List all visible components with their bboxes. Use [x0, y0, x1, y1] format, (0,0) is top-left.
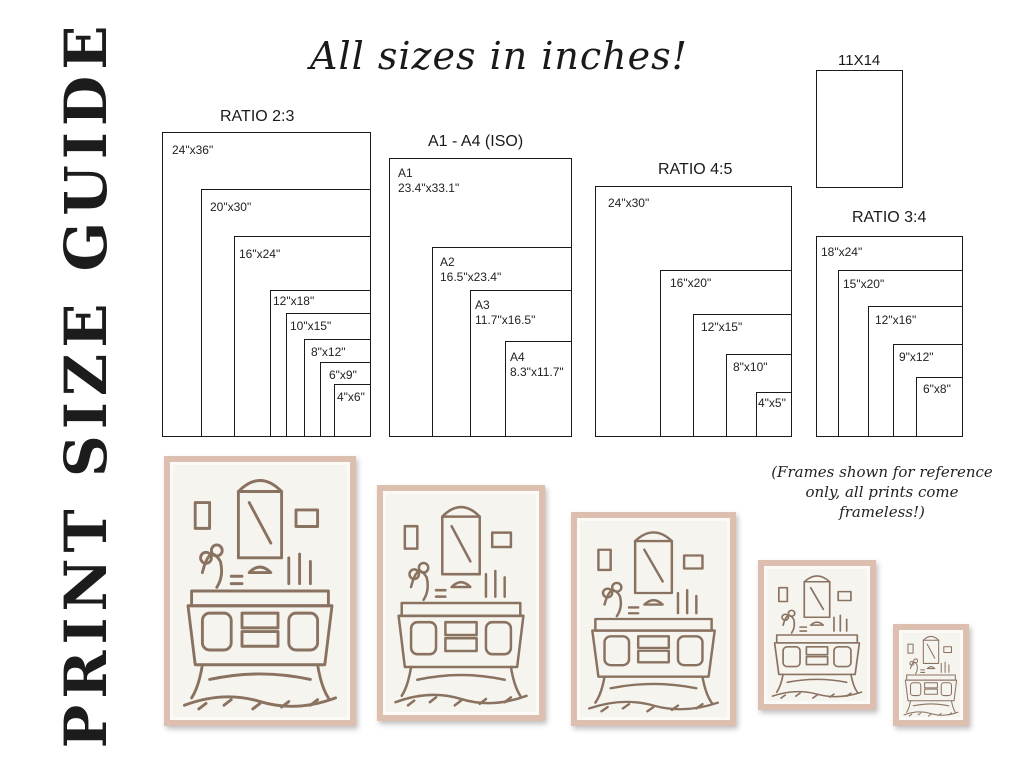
vanity-sketch-icon [182, 478, 338, 711]
size-label: 8"x12" [311, 345, 346, 359]
size-label: 24"x30" [608, 196, 650, 210]
framed-print-preview [758, 560, 876, 710]
iso-name: A1 [398, 166, 413, 180]
page-title: PRINT SIZE GUIDE [52, 19, 120, 749]
size-label: 24"x36" [172, 143, 214, 157]
size-box [756, 392, 792, 437]
frames-note: (Frames shown for reference only, all pr… [771, 463, 993, 521]
iso-name: A3 [475, 298, 490, 312]
vanity-sketch-icon [903, 635, 959, 717]
framed-print-preview [377, 485, 545, 721]
size-label: 4"x5" [758, 396, 786, 410]
size-box-11x14 [816, 70, 903, 188]
size-label: 8"x10" [733, 360, 768, 374]
iso-name: A2 [440, 255, 455, 269]
framed-print-preview [571, 512, 736, 726]
size-label: 15"x20" [843, 277, 885, 291]
iso-dims: 23.4"x33.1" [398, 181, 460, 195]
size-label: 6"x8" [923, 382, 951, 396]
iso-dims: 16.5"x23.4" [440, 270, 502, 284]
headline: All sizes in inches! [310, 34, 688, 78]
group-label-11x14: 11X14 [838, 52, 881, 69]
group-label-iso: A1 - A4 (ISO) [428, 133, 524, 150]
size-box [916, 377, 963, 437]
vanity-sketch-icon [588, 531, 719, 713]
size-label: 18"x24" [821, 245, 863, 259]
group-label-ratio-4-5: RATIO 4:5 [658, 161, 733, 178]
vanity-sketch-icon [771, 575, 863, 699]
iso-dims: 11.7"x16.5" [475, 313, 536, 327]
size-label: 16"x20" [670, 276, 712, 290]
group-label-ratio-2-3: RATIO 2:3 [220, 108, 295, 125]
size-label: 20"x30" [210, 200, 252, 214]
size-label: 16"x24" [239, 247, 281, 261]
size-label: 12"x16" [875, 313, 917, 327]
iso-name: A4 [510, 350, 525, 364]
iso-dims: 8.3"x11.7" [510, 365, 564, 379]
size-label: 10"x15" [290, 319, 332, 333]
size-box [505, 341, 572, 437]
size-label: 9"x12" [899, 350, 934, 364]
framed-print-preview [164, 456, 356, 726]
framed-print-preview [893, 624, 969, 726]
vanity-sketch-icon [394, 505, 528, 707]
size-box [334, 384, 371, 437]
size-label: 4"x6" [337, 390, 365, 404]
size-label: 6"x9" [329, 368, 357, 382]
group-label-ratio-3-4: RATIO 3:4 [852, 209, 927, 226]
size-label: 12"x15" [701, 320, 743, 334]
size-label: 12"x18" [273, 294, 315, 308]
